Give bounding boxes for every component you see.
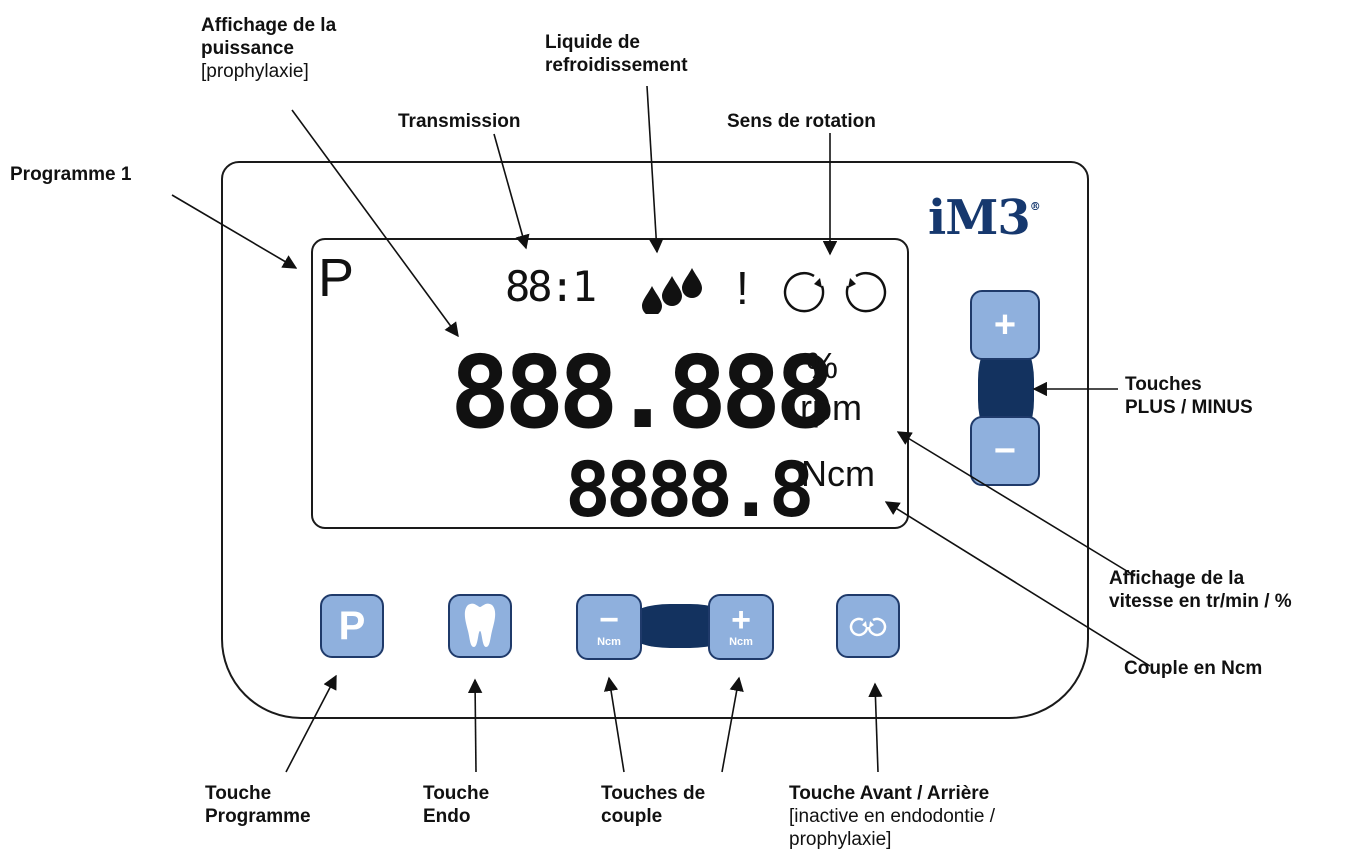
torque-minus-button[interactable]: − Ncm	[576, 594, 642, 660]
label-key-programme: Touche Programme	[205, 783, 311, 827]
label-speed-display: Affichage de la vitesse en tr/min / %	[1109, 568, 1292, 612]
torque-unit: Ncm	[801, 453, 875, 494]
torque-plus-unit: Ncm	[729, 636, 753, 648]
torque-minus-unit: Ncm	[597, 636, 621, 648]
rotation-direction-icon	[783, 271, 887, 313]
brand-logo: iM3®	[928, 190, 1041, 246]
label-key-direction: Touche Avant / Arrière [inactive en endo…	[789, 783, 995, 850]
label-plus-minus: Touches PLUS / MINUS	[1125, 374, 1253, 418]
torque-plus-sign: +	[731, 601, 751, 639]
label-rotation: Sens de rotation	[727, 111, 876, 132]
label-power-display: Affichage de la puissance [prophylaxie]	[201, 15, 337, 82]
speed-value: 888.888	[450, 334, 835, 451]
direction-button[interactable]	[836, 594, 900, 658]
forward-reverse-icon	[849, 617, 887, 637]
label-torque: Couple en Ncm	[1124, 658, 1263, 679]
plus-button[interactable]: +	[970, 290, 1040, 360]
minus-button[interactable]: −	[970, 416, 1040, 486]
program-indicator: P	[318, 248, 355, 308]
label-coolant: Liquide de refroidissement	[545, 32, 688, 76]
transmission-ratio: 88:1	[505, 262, 597, 311]
coolant-drops-icon	[642, 268, 702, 314]
label-key-torque: Touches de couple	[601, 783, 706, 827]
speed-unit-percent: %	[806, 345, 839, 386]
endo-button[interactable]	[448, 594, 512, 658]
tooth-icon	[464, 603, 496, 647]
label-transmission: Transmission	[398, 111, 521, 132]
torque-minus-sign: −	[599, 601, 619, 639]
program-button[interactable]: P	[320, 594, 384, 658]
speed-unit-rpm: rpm	[800, 387, 862, 428]
label-programme: Programme 1	[10, 164, 132, 185]
warning-indicator: !	[736, 262, 749, 314]
torque-plus-button[interactable]: + Ncm	[708, 594, 774, 660]
label-key-endo: Touche Endo	[423, 783, 490, 827]
torque-value: 8888.8	[565, 445, 815, 534]
lcd-display	[311, 238, 909, 529]
